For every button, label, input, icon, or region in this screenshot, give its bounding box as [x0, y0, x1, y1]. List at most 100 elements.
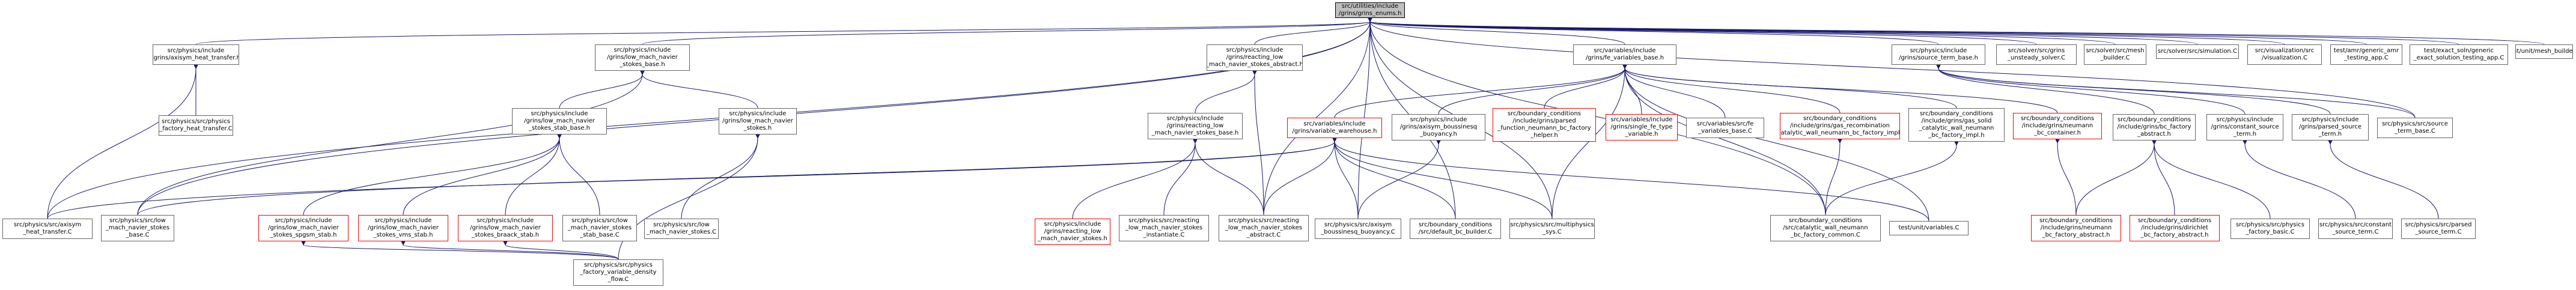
graph-node[interactable]: src/physics/include /grins/reacting_low … — [1035, 219, 1110, 245]
dependency-edge — [1254, 17, 1373, 45]
graph-node[interactable]: src/physics/src/low _mach_navier_stokes … — [101, 215, 174, 241]
dependency-edge — [1935, 64, 2416, 118]
dependency-edge — [2327, 139, 2439, 219]
graph-node[interactable]: src/solver/src/grins _unsteady_solver.C — [1996, 44, 2077, 65]
dependency-edge — [403, 133, 562, 216]
dependency-edge — [1263, 137, 1338, 216]
graph-node[interactable]: src/physics/src/multiphysics _sys.C — [1509, 219, 1595, 239]
dependency-edge — [2242, 139, 2356, 219]
graph-node[interactable]: test/exact_soln/generic _exact_solution_… — [2410, 44, 2508, 65]
graph-node[interactable]: src/boundary_conditions /include/grins/n… — [2013, 113, 2102, 139]
graph-node[interactable]: src/physics/include /grins/low_mach_navi… — [512, 108, 607, 134]
dependency-edge — [1622, 64, 1826, 216]
graph-node[interactable]: src/physics/src/constant _source_term.C — [2318, 219, 2393, 239]
graph-node[interactable]: src/physics/include /grins/axisym_heat_t… — [153, 44, 239, 65]
graph-node[interactable]: src/physics/src/parsed _source_term.C — [2401, 219, 2476, 239]
dependency-edge — [2151, 139, 2175, 216]
dependency-edge — [1622, 64, 1957, 109]
dependency-edge — [1367, 17, 2416, 118]
dependency-edge — [1195, 70, 1258, 113]
dependency-edge — [2075, 139, 2157, 216]
graph-node[interactable]: src/physics/src/physics _factory_heat_tr… — [159, 115, 233, 136]
dependency-edge — [1332, 137, 1359, 219]
graph-node[interactable]: src/solver/src/mesh _builder.C — [2084, 44, 2146, 65]
dependency-edge — [1622, 64, 1929, 222]
graph-node[interactable]: src/physics/src/low _mach_navier_stokes … — [562, 215, 637, 241]
dependency-edge — [1334, 64, 1628, 118]
graph-node[interactable]: src/boundary_conditions /include/grins/g… — [1908, 108, 2005, 142]
graph-node[interactable]: src/physics/include /grins/low_mach_navi… — [719, 108, 797, 134]
graph-node[interactable]: test/unit/variables.C — [1889, 221, 1969, 235]
graph-node[interactable]: src/physics/src/physics _factory_variabl… — [573, 259, 663, 286]
dependency-edge — [1163, 138, 1198, 216]
graph-node[interactable]: src/boundary_conditions /src/default_bc_… — [1410, 219, 1501, 239]
dependency-edge — [1935, 64, 2155, 115]
dependency-edge — [1367, 17, 1625, 45]
dependency-edge — [1252, 70, 1264, 216]
dependency-edge — [1192, 138, 1264, 216]
graph-node[interactable]: src/physics/src/reacting _low_mach_navie… — [1219, 215, 1309, 241]
dependency-edge — [1622, 64, 2058, 113]
graph-node[interactable]: src/physics/src/axisym _boussinesq_buoya… — [1315, 219, 1401, 239]
dependency-edge — [1825, 140, 1959, 216]
dependency-edge — [1367, 17, 1939, 45]
dependency-edge — [1367, 17, 1826, 216]
dependency-edge — [1544, 64, 1628, 109]
dependency-edge — [1357, 139, 1442, 219]
dependency-edge — [1622, 64, 1841, 113]
dependency-edge — [195, 17, 1373, 45]
graph-node[interactable]: src/physics/src/axisym _heat_transfer.C — [2, 219, 93, 239]
graph-node[interactable]: src/physics/include /grins/low_mach_navi… — [458, 215, 553, 241]
graph-node[interactable]: src/boundary_conditions /include/grins/g… — [1780, 113, 1900, 139]
dependency-edge — [1935, 64, 2246, 115]
dependency-edge — [1935, 64, 2331, 115]
dependency-edge — [505, 133, 562, 216]
dependency-edge — [559, 70, 645, 109]
graph-node[interactable]: src/physics/include /grins/axisym_boussi… — [1392, 114, 1485, 140]
root-node-grins-enums-header[interactable]: src/utilities/include /grins/grins_enums… — [1335, 2, 1405, 18]
graph-node[interactable]: src/physics/src/low _mach_navier_stokes.… — [644, 219, 719, 239]
graph-node[interactable]: src/variables/include /grins/variable_wa… — [1287, 118, 1382, 138]
graph-node[interactable]: src/physics/include /grins/source_term_b… — [1892, 44, 1985, 65]
dependency-edge — [1263, 17, 1373, 216]
graph-node[interactable]: src/boundary_conditions /include/grins/d… — [2130, 215, 2220, 241]
graph-node[interactable]: test/unit/mesh_builder.C — [2515, 44, 2573, 59]
dependency-edge — [642, 17, 1373, 45]
dependency-edge — [2151, 139, 2271, 219]
graph-node[interactable]: src/physics/include /grins/constant_sour… — [2206, 114, 2283, 140]
graph-node[interactable]: src/physics/src/physics _factory_basic.C — [2230, 219, 2310, 239]
dependency-edge — [502, 240, 619, 260]
dependency-edge — [300, 240, 619, 260]
graph-node[interactable]: src/physics/src/source _term_base.C — [2377, 118, 2453, 138]
graph-node[interactable]: test/amr/generic_amr _testing_app.C — [2330, 44, 2402, 65]
graph-node[interactable]: src/boundary_conditions /include/grins/n… — [2031, 215, 2121, 241]
graph-node[interactable]: src/boundary_conditions /src/catalytic_w… — [1770, 215, 1881, 241]
graph-node[interactable]: src/physics/include /grins/parsed_source… — [2292, 114, 2369, 140]
dependency-edge — [303, 133, 562, 216]
graph-node[interactable]: src/physics/include /grins/low_mach_navi… — [595, 44, 690, 71]
graph-node[interactable]: src/boundary_conditions /include/grins/p… — [1493, 108, 1596, 142]
graph-node[interactable]: src/physics/include /grins/reacting_low … — [1148, 113, 1243, 139]
graph-node[interactable]: src/boundary_conditions /include/grins/b… — [2113, 114, 2196, 140]
dependency-edge — [1332, 137, 1553, 219]
graph-node[interactable]: src/physics/include /grins/low_mach_navi… — [358, 215, 448, 241]
graph-node[interactable]: src/physics/include /grins/low_mach_navi… — [258, 215, 349, 241]
dependency-edge — [1072, 138, 1198, 219]
graph-node[interactable]: src/variables/include /grins/fe_variable… — [1573, 44, 1676, 65]
dependency-edge — [2054, 138, 2077, 216]
graph-node[interactable]: src/variables/src/fe _variables_base.C — [1686, 118, 1764, 138]
graph-node[interactable]: src/visualization/src /visualization.C — [2247, 44, 2322, 65]
graph-node[interactable]: src/physics/include /grins/reacting_low … — [1207, 44, 1303, 71]
graph-node[interactable]: src/variables/include /grins/single_fe_t… — [1606, 114, 1678, 140]
dependency-edge — [1622, 64, 1726, 118]
dependency-edge — [1367, 17, 2545, 45]
dependency-edge — [137, 137, 1338, 216]
dependency-edge — [1825, 138, 1843, 216]
dependency-edge — [681, 133, 761, 219]
graph-node[interactable]: src/physics/src/reacting _low_mach_navie… — [1119, 215, 1209, 241]
dependency-edge — [1367, 17, 2116, 45]
graph-node[interactable]: src/solver/src/simulation.C — [2156, 44, 2239, 59]
dependency-edge — [1438, 64, 1628, 115]
